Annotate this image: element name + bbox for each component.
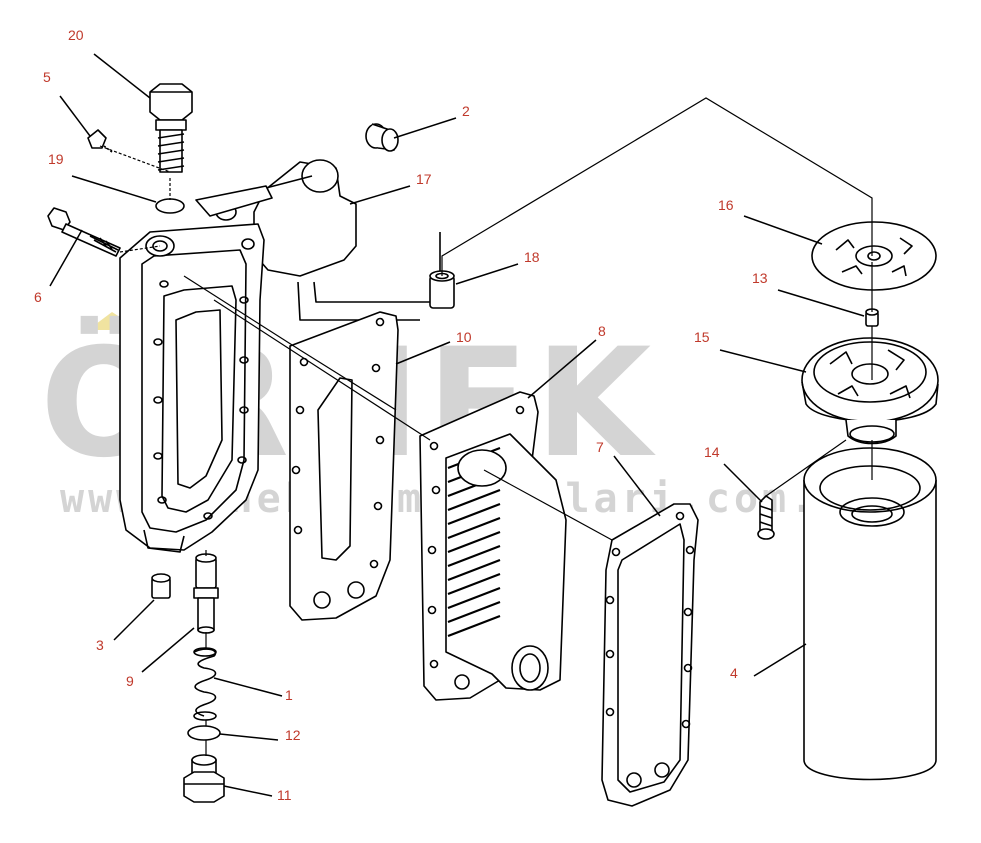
part-5-fitting [87,129,113,153]
part-4-oil-filter [803,447,937,781]
callout-17: 17 [416,171,432,187]
callout-2: 2 [462,103,470,119]
part-18-sleeve [429,270,455,309]
part-19-o-ring [155,198,185,214]
part-12-o-ring [187,725,221,741]
assembly-lines [99,97,873,756]
callout-13: 13 [752,270,768,286]
callout-16: 16 [718,197,734,213]
callout-20: 20 [68,27,84,43]
callout-8: 8 [598,323,606,339]
parts [47,83,939,807]
callout-12: 12 [285,727,301,743]
part-14-screw [757,495,775,540]
part-1-spring [193,647,217,721]
callout-1: 1 [285,687,293,703]
callout-10: 10 [456,329,472,345]
part-15-filter-base [801,337,939,445]
callouts: 20 5 19 6 2 17 18 16 13 10 8 15 7 14 3 9… [34,27,768,803]
part-2-plug [365,123,399,152]
part-7-gasket [601,503,699,807]
callout-4: 4 [730,665,738,681]
callout-5: 5 [43,69,51,85]
callout-3: 3 [96,637,104,653]
part-6-bolt [47,207,121,257]
callout-18: 18 [524,249,540,265]
part-9-valve-plunger [193,553,219,634]
callout-6: 6 [34,289,42,305]
part-16-plate [811,221,937,291]
callout-11: 11 [277,787,292,803]
part-17-filter-head [253,159,441,321]
leader-lines [49,53,865,797]
callout-19: 19 [48,151,64,167]
callout-14: 14 [704,444,720,460]
part-3-plug [151,573,171,599]
oil-cooler-housing [119,185,273,553]
part-11-plug [183,754,225,803]
callout-7: 7 [596,439,604,455]
callout-15: 15 [694,329,710,345]
part-20-relief-plug [149,83,193,173]
part-10-gasket [289,311,399,621]
callout-9: 9 [126,673,134,689]
